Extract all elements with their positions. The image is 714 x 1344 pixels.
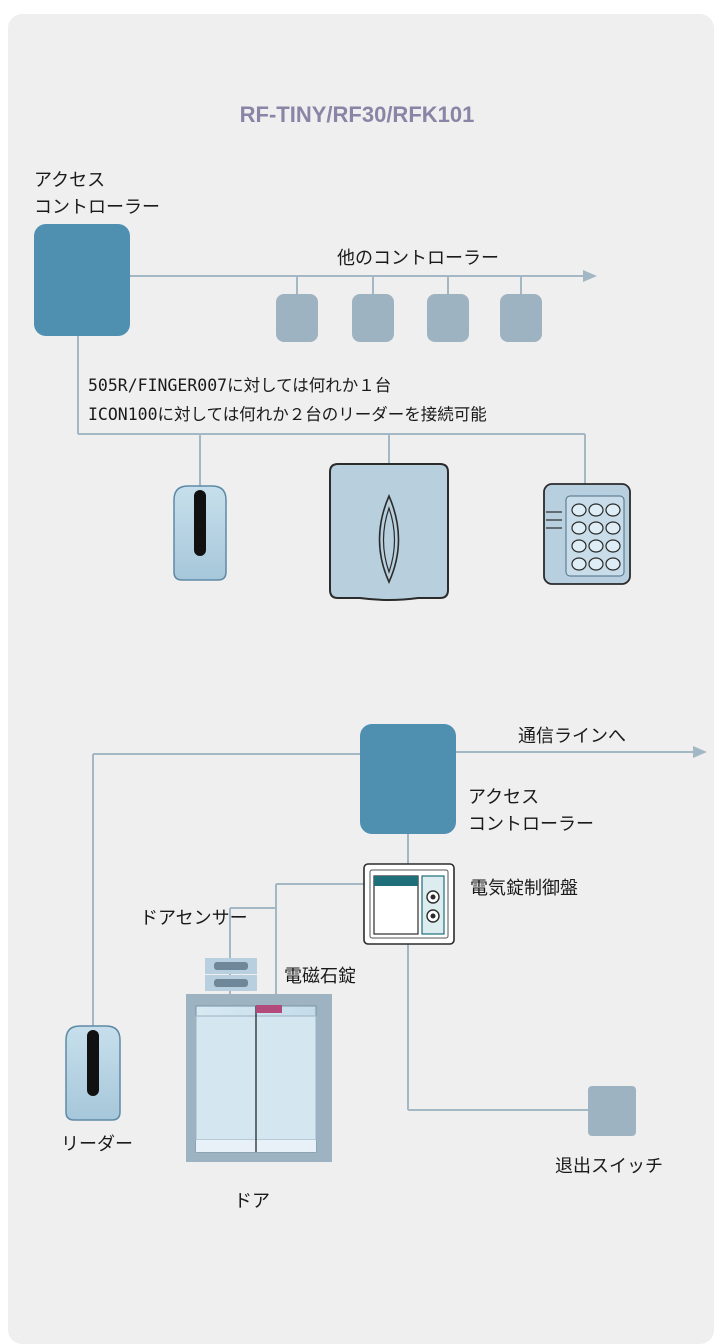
comm-arrow-icon <box>693 746 707 758</box>
exit-switch-label: 退出スイッチ <box>555 1156 663 1177</box>
sub-controllers <box>276 276 542 342</box>
door <box>186 994 332 1162</box>
diagram-title: RF-TINY/RF30/RFK101 <box>240 102 475 127</box>
slim-reader <box>173 485 227 581</box>
other-controllers-label: 他のコントローラー <box>337 248 499 269</box>
sub-controller <box>352 294 394 342</box>
em-lock <box>256 1005 282 1013</box>
sub-controller <box>427 294 469 342</box>
controller-label-line1: アクセス <box>34 170 105 191</box>
diagram-2: 通信ラインへ <box>61 724 707 1212</box>
controller-label-line2: コントローラー <box>34 197 160 218</box>
proximity-reader <box>329 463 449 601</box>
sub-controller <box>276 294 318 342</box>
keypad-reader <box>543 483 631 585</box>
comm-line-label: 通信ラインへ <box>518 726 626 747</box>
controller2-label-line2: コントローラー <box>468 814 594 835</box>
controller2-label-line1: アクセス <box>468 787 539 808</box>
em-lock-label: 電磁石錠 <box>284 966 356 987</box>
lock-panel-label: 電気錠制御盤 <box>470 878 578 899</box>
reader <box>65 1025 121 1121</box>
diagram-1: アクセス コントローラー 他のコントローラー 505R/FINGER007に対し… <box>34 170 631 601</box>
exit-switch <box>588 1086 636 1136</box>
note-line-1: 505R/FINGER007に対しては何れか１台 <box>88 376 391 395</box>
door-sensor-label: ドアセンサー <box>140 908 248 929</box>
door-label: ドア <box>234 1191 270 1212</box>
access-controller <box>34 224 130 336</box>
lock-control-panel <box>363 863 455 945</box>
note-line-2: ICON100に対しては何れか２台のリーダーを接続可能 <box>88 405 487 424</box>
bus-arrow-icon <box>583 270 597 282</box>
access-controller-2 <box>360 724 456 834</box>
sub-controller <box>500 294 542 342</box>
reader-label: リーダー <box>61 1134 133 1155</box>
door-sensor <box>205 958 257 991</box>
